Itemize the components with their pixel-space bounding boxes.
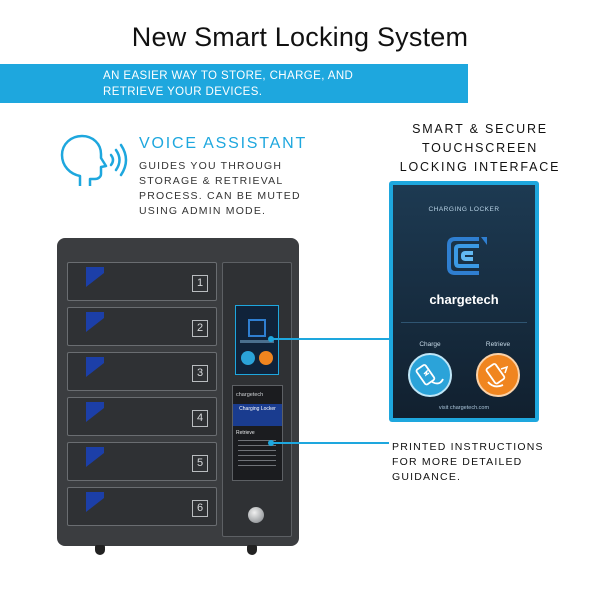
door-tab [86,402,104,422]
screen-header: CHARGING LOCKER [428,206,500,213]
chargetech-logo-icon [447,237,487,275]
door-number: 4 [192,410,208,427]
mini-touchscreen[interactable] [235,305,279,375]
door-tab [86,267,104,287]
mini-screen-graphic [240,319,274,365]
sheet-retrieve: Retrieve [236,430,255,436]
printed-instructions-sheet: chargetech Charging Locker Retrieve [232,385,283,481]
sheet-title: Charging Locker [233,404,282,426]
screen-url: visit chargetech.com [438,405,490,411]
page-title: New Smart Locking System [131,22,469,52]
locker-cabinet: 1 2 3 4 5 6 chargetech Charging Locker [57,238,299,546]
locker-door-6[interactable]: 6 [67,487,217,526]
control-panel: chargetech Charging Locker Retrieve [222,262,292,537]
locker-door-1[interactable]: 1 [67,262,217,301]
screen-brand: chargetech [429,292,499,307]
voice-assistant-description: GUIDES YOU THROUGH STORAGE & RETRIEVAL P… [139,160,301,217]
locker-door-5[interactable]: 5 [67,442,217,481]
touchscreen-caption: SMART & SECURE TOUCHSCREEN LOCKING INTER… [399,122,561,174]
banner-text: AN EASIER WAY TO STORE, CHARGE, AND RETR… [103,70,354,98]
door-number: 5 [192,455,208,472]
header-banner: AN EASIER WAY TO STORE, CHARGE, AND RETR… [0,64,468,103]
locker-door-4[interactable]: 4 [67,397,217,436]
sheet-brand: chargetech [236,392,264,398]
charge-label: Charge [419,341,441,348]
door-tab [86,312,104,332]
touchscreen-display: CHARGING LOCKER chargetech Charge Retrie… [389,181,539,422]
sheet-line [238,465,276,466]
door-number: 6 [192,500,208,517]
phone-charging-icon [415,364,444,386]
door-tab [86,357,104,377]
sheet-line [238,450,276,451]
sheet-line [238,455,276,456]
sheet-line [238,460,276,461]
door-number: 3 [192,365,208,382]
door-tab [86,447,104,467]
voice-assistant-title: VOICE ASSISTANT [139,135,308,152]
retrieve-label: Retrieve [485,341,511,348]
door-number: 1 [192,275,208,292]
door-tab [86,492,104,512]
cabinet-foot-right [247,545,257,555]
screen-divider [401,322,527,323]
retrieve-button[interactable] [476,353,520,397]
lock-knob[interactable] [248,507,264,523]
cabinet-foot-left [95,545,105,555]
sheet-line [238,440,276,441]
speaking-head-icon [60,134,128,186]
locker-door-2[interactable]: 2 [67,307,217,346]
locker-door-3[interactable]: 3 [67,352,217,391]
phone-retrieve-icon [485,363,509,388]
charge-button[interactable] [408,353,452,397]
instructions-caption: PRINTED INSTRUCTIONS FOR MORE DETAILED G… [392,441,544,483]
door-number: 2 [192,320,208,337]
sheet-line [238,445,276,446]
